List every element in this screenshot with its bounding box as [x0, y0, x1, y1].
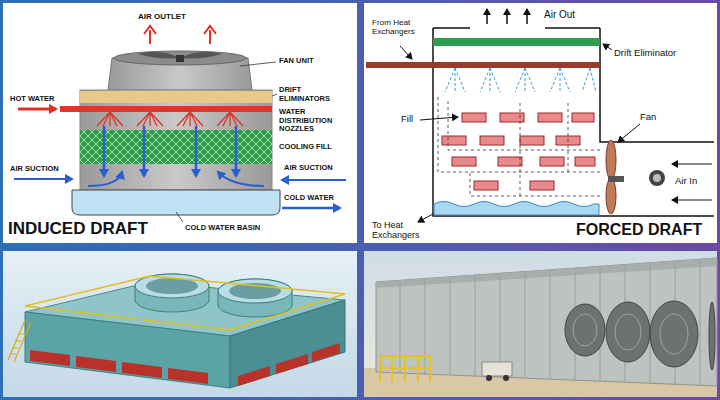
callout-label: COOLING FILL — [279, 143, 353, 152]
callout-label: Drift Eliminator — [614, 48, 676, 59]
forced-draft-tower — [366, 9, 714, 222]
callout-label: DRIFT ELIMINATORS — [279, 86, 353, 103]
panel-heading: INDUCED DRAFT — [8, 219, 148, 239]
callout-label: From Heat Exchangers — [372, 18, 434, 37]
tower-render — [8, 274, 345, 388]
tower-photo — [364, 258, 717, 397]
callout-label: COLD WATER — [284, 194, 334, 203]
callout-label: Fill — [401, 114, 413, 125]
callout-label: Fan — [640, 112, 656, 123]
callout-label: To Heat Exchangers — [372, 220, 434, 241]
callout-label: AIR SUCTION — [10, 165, 59, 174]
callout-label: FAN UNIT — [279, 57, 314, 66]
callout-label: Air In — [675, 176, 697, 187]
callout-label: WATER DISTRIBUTION NOZZLES — [279, 108, 353, 134]
callout-label: Air Out — [544, 9, 575, 21]
callout-label: AIR SUCTION — [284, 164, 333, 173]
callout-label: HOT WATER — [10, 95, 54, 104]
callout-label: AIR OUTLET — [138, 12, 186, 21]
panel-heading: FORCED DRAFT — [576, 221, 702, 239]
callout-label: COLD WATER BASIN — [185, 224, 260, 233]
panel-grounds — [3, 3, 717, 397]
